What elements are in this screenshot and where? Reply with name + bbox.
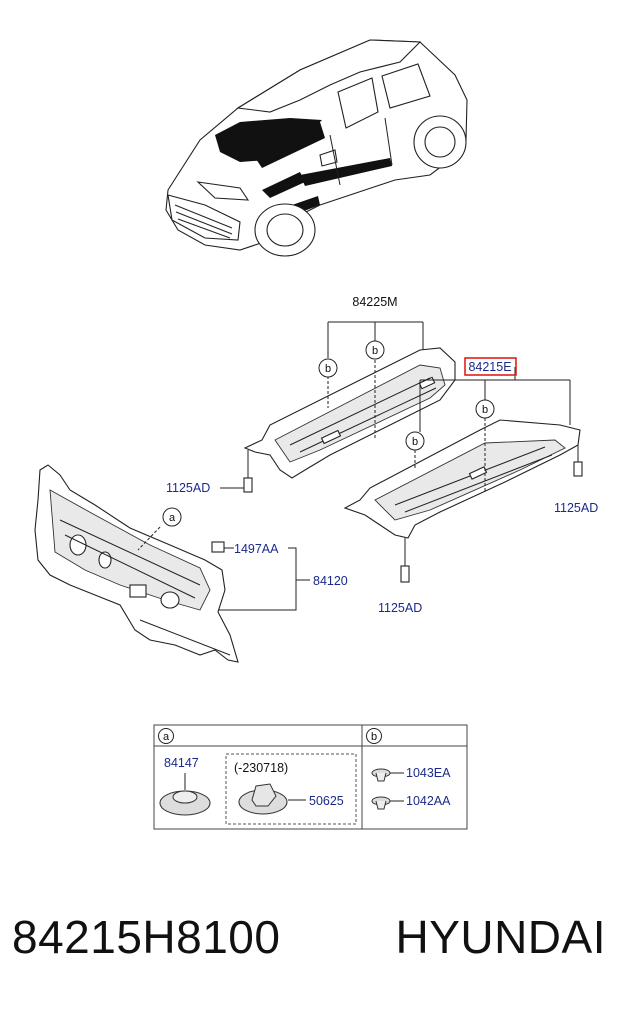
nut-50625 <box>238 783 288 815</box>
pad-1497aa <box>211 541 225 553</box>
svg-text:b: b <box>482 404 488 416</box>
callout-b-1: b <box>318 358 338 378</box>
clip-84147 <box>159 790 211 816</box>
bolt-right <box>573 445 583 477</box>
callout-b-4: b <box>405 431 425 451</box>
svg-text:a: a <box>169 512 176 524</box>
label-50625[interactable]: 50625 <box>309 794 344 808</box>
bolt-bottom <box>400 538 410 583</box>
legend-table: a b 84147 (-230718) 50625 1043EA <box>153 724 468 830</box>
svg-text:b: b <box>412 436 418 448</box>
legend-a-circle: a <box>158 728 174 744</box>
label-1125ad-left[interactable]: 1125AD <box>166 481 210 495</box>
label-1125ad-bottom[interactable]: 1125AD <box>378 601 422 615</box>
callout-a-dash: a <box>162 507 182 527</box>
label-1125ad-right[interactable]: 1125AD <box>554 501 598 515</box>
svg-text:b: b <box>325 363 331 375</box>
callout-b-2: b <box>365 340 385 360</box>
svg-text:b: b <box>372 345 378 357</box>
part-number: 84215H8100 <box>12 911 281 963</box>
under-cover-84225m[interactable] <box>243 347 456 479</box>
parts-diagram: b b b b 84225M 84215E 1125AD 1125AD 1125… <box>34 39 598 830</box>
legend-b-circle: b <box>366 728 382 744</box>
svg-text:a: a <box>163 731 170 743</box>
under-cover-84215e[interactable] <box>343 419 581 539</box>
footer: 84215H8100 HYUNDAI <box>0 900 620 980</box>
label-84215e[interactable]: 84215E <box>468 360 511 374</box>
label-1497aa[interactable]: 1497AA <box>234 542 279 556</box>
label-84147[interactable]: 84147 <box>164 756 199 770</box>
label-1042aa[interactable]: 1042AA <box>406 794 451 808</box>
selected-part-highlight <box>464 357 517 376</box>
clip-1042aa <box>371 796 391 810</box>
car-illustration <box>165 39 468 257</box>
label-date-range: (-230718) <box>234 761 288 775</box>
callout-b-3: b <box>475 399 495 419</box>
label-84120[interactable]: 84120 <box>313 574 348 588</box>
label-1043ea[interactable]: 1043EA <box>406 766 451 780</box>
dash-panel-84120[interactable] <box>34 464 239 663</box>
brand-name: HYUNDAI <box>395 911 606 963</box>
label-84225m[interactable]: 84225M <box>352 295 397 309</box>
bolt-left <box>243 450 253 493</box>
clip-1043ea <box>371 768 391 782</box>
svg-text:b: b <box>371 731 377 743</box>
